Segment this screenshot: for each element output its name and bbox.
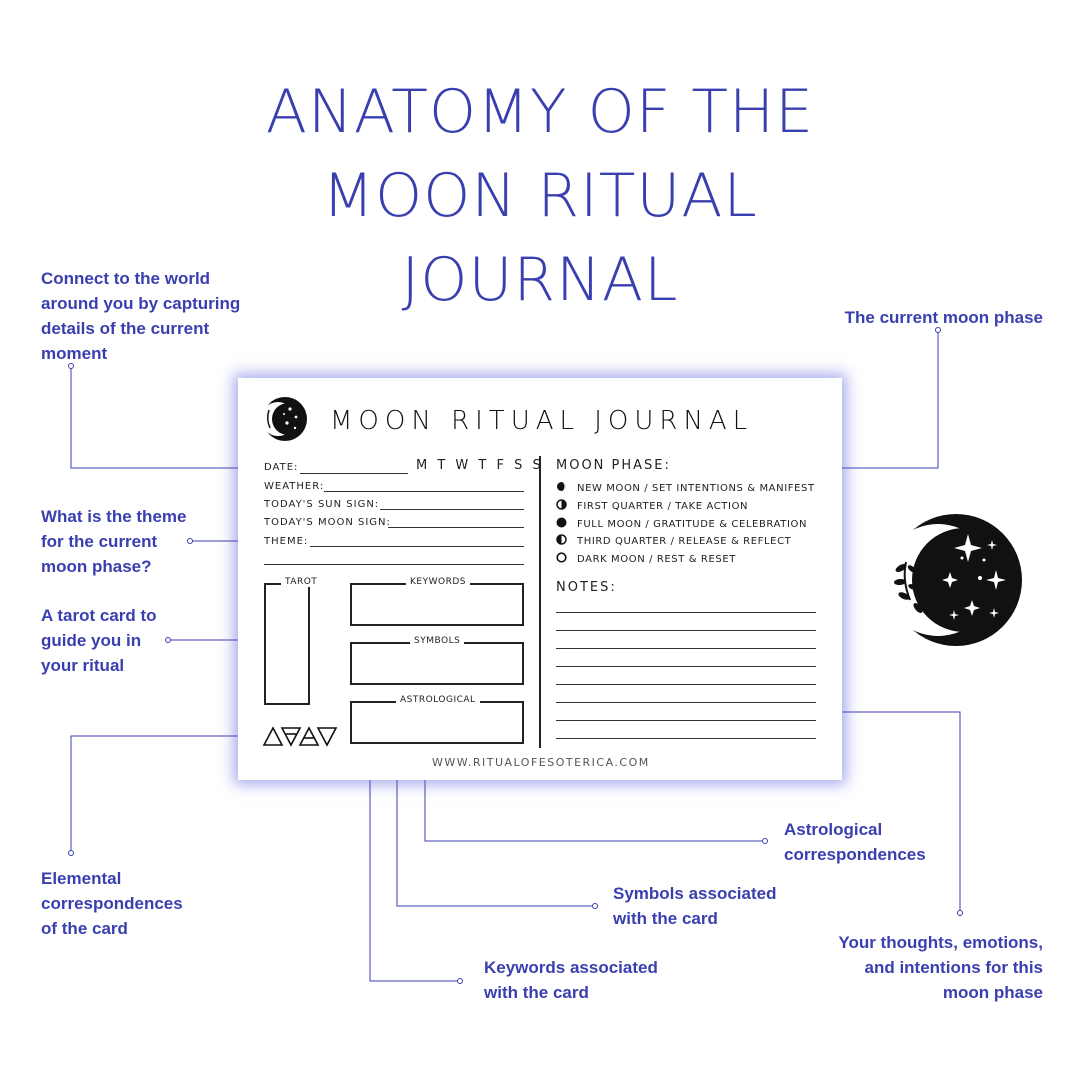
keywords-box [350, 583, 524, 626]
annotation-line: Elemental [41, 869, 122, 888]
weather-label: WEATHER: [264, 481, 325, 492]
phase-first-quarter: FIRST QUARTER / TAKE ACTION [556, 499, 748, 513]
annotation-line: moment [41, 344, 108, 363]
annotation-line: A tarot card to [41, 606, 157, 625]
astrological-label: ASTROLOGICAL [396, 695, 480, 705]
first-quarter-icon [556, 499, 567, 513]
page-title: ANATOMY OF THE MOON RITUAL JOURNAL [0, 70, 1080, 322]
moon-emblem-icon [888, 514, 1022, 646]
annotation-line: Connect to the world [41, 269, 211, 288]
moon-sign-label: TODAY'S MOON SIGN: [264, 517, 391, 528]
annotation-symbols: Symbols associated with the card [613, 881, 776, 931]
annotation-line: with the card [613, 909, 718, 928]
annotation-line: Your thoughts, emotions, [838, 933, 1043, 952]
title-line: MOON RITUAL [322, 161, 758, 231]
annotation-line: guide you in [41, 631, 142, 650]
annotation-keywords: Keywords associated with the card [484, 955, 658, 1005]
phase-label: FIRST QUARTER / TAKE ACTION [577, 501, 749, 512]
notes-label: NOTES: [556, 580, 617, 595]
phase-full: FULL MOON / GRATITUDE & CELEBRATION [556, 517, 807, 531]
annotation-line: correspondences [784, 845, 926, 864]
full-moon-icon [556, 517, 567, 531]
phase-label: FULL MOON / GRATITUDE & CELEBRATION [577, 519, 808, 530]
moon-phase-label: MOON PHASE: [556, 458, 671, 473]
annotation-line: with the card [484, 983, 589, 1002]
elemental-triangles-icon [262, 726, 338, 747]
annotation-line: Keywords associated [484, 958, 658, 977]
annotation-thoughts: Your thoughts, emotions, and intentions … [838, 930, 1043, 1005]
third-quarter-icon [556, 534, 567, 548]
phase-label: DARK MOON / REST & RESET [577, 554, 736, 565]
website: WWW.RITUALOFESOTERICA.COM [432, 756, 650, 769]
weekdays: M T W T F S S [416, 458, 544, 473]
annotation-line: Astrological [784, 820, 883, 839]
symbols-label: SYMBOLS [410, 636, 465, 646]
annotation-moon-phase: The current moon phase [845, 305, 1043, 330]
annotation-line: moon phase [942, 983, 1043, 1002]
annotation-elemental: Elemental correspondences of the card [41, 866, 183, 941]
annotation-astrological: Astrological correspondences [784, 817, 926, 867]
annotation-line: details of the current [41, 319, 210, 338]
title-line: ANATOMY OF THE [265, 77, 815, 147]
column-divider [539, 456, 541, 748]
dark-moon-icon [556, 552, 567, 566]
title-line: JOURNAL [401, 245, 679, 315]
phase-new: NEW MOON / SET INTENTIONS & MANIFEST [556, 481, 815, 495]
symbols-box [350, 642, 524, 685]
annotation-line: and intentions for this [864, 958, 1044, 977]
annotation-line: for the current [41, 532, 158, 551]
phase-label: NEW MOON / SET INTENTIONS & MANIFEST [577, 483, 815, 494]
annotation-connect: Connect to the world around you by captu… [41, 266, 240, 366]
card-title: MOON RITUAL JOURNAL [330, 406, 754, 436]
astrological-box [350, 701, 524, 744]
annotation-line: What is the theme [41, 507, 187, 526]
annotation-line: moon phase? [41, 557, 152, 576]
tarot-label: TAROT [281, 577, 322, 587]
annotation-line: around you by capturing [41, 294, 241, 313]
annotation-line: Symbols associated [613, 884, 777, 903]
annotation-line: of the card [41, 919, 128, 938]
phase-dark: DARK MOON / REST & RESET [556, 552, 736, 566]
theme-label: THEME: [264, 536, 309, 547]
sun-sign-label: TODAY'S SUN SIGN: [264, 499, 380, 510]
new-moon-icon [556, 481, 567, 495]
date-label: DATE: [264, 462, 299, 473]
phase-label: THIRD QUARTER / RELEASE & REFLECT [577, 536, 792, 547]
annotation-line: The current moon phase [844, 308, 1043, 327]
annotation-line: your ritual [41, 656, 125, 675]
annotation-line: correspondences [41, 894, 183, 913]
journal-card: MOON RITUAL JOURNAL DATE: M T W T F S S … [238, 378, 842, 780]
moon-logo-icon [262, 397, 307, 441]
annotation-theme: What is the theme for the current moon p… [41, 504, 186, 579]
keywords-label: KEYWORDS [406, 577, 470, 587]
annotation-tarot: A tarot card to guide you in your ritual [41, 603, 157, 678]
tarot-box [264, 583, 310, 705]
phase-third-quarter: THIRD QUARTER / RELEASE & REFLECT [556, 534, 791, 548]
